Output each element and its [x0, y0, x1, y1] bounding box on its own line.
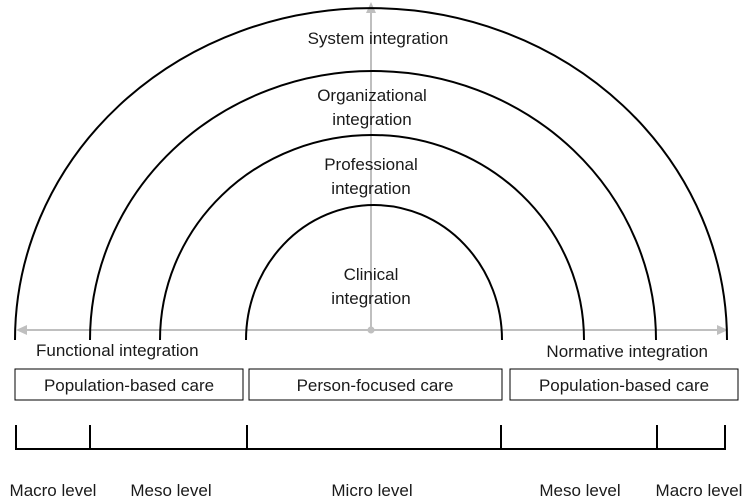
arc-clinical	[245, 204, 503, 341]
arc-label-organizational-2: integration	[332, 110, 411, 129]
box-population-left-label: Population-based care	[44, 376, 214, 395]
arc-label-professional-1: Professional	[324, 155, 418, 174]
box-population-right	[509, 368, 739, 401]
box-population-right-label: Population-based care	[539, 376, 709, 395]
box-person-focused-label: Person-focused care	[297, 376, 454, 395]
level-label-macro-right: Macro level	[656, 481, 743, 498]
normative-integration-label: Normative integration	[546, 342, 708, 361]
arc-label-system: System integration	[308, 29, 449, 48]
level-bracket	[15, 425, 726, 450]
level-label-macro-left: Macro level	[10, 481, 97, 498]
axis-origin	[367, 326, 375, 334]
arc-professional	[159, 134, 585, 341]
arc-label-clinical-1: Clinical	[344, 265, 399, 284]
arc-label-organizational-1: Organizational	[317, 86, 427, 105]
level-label-micro: Micro level	[331, 481, 412, 498]
level-labels: Macro level Meso level Micro level Meso …	[10, 481, 743, 500]
arc-labels: System integration Organizational integr…	[308, 29, 449, 308]
arc-label-clinical-2: integration	[331, 289, 410, 308]
arc-label-professional-2: integration	[331, 179, 410, 198]
box-population-left	[14, 368, 244, 401]
arc-organizational	[89, 70, 657, 341]
arcs	[14, 7, 728, 341]
arc-system	[14, 7, 728, 341]
axis-arrow-right	[717, 325, 728, 335]
care-boxes: Population-based care Person-focused car…	[14, 368, 739, 401]
functional-integration-label: Functional integration	[36, 341, 199, 360]
level-label-meso-left: Meso level	[130, 481, 211, 498]
axis-arrow-left	[16, 325, 27, 335]
axes	[16, 2, 728, 335]
level-label-meso-right: Meso level	[539, 481, 620, 498]
box-person-focused	[248, 368, 503, 401]
